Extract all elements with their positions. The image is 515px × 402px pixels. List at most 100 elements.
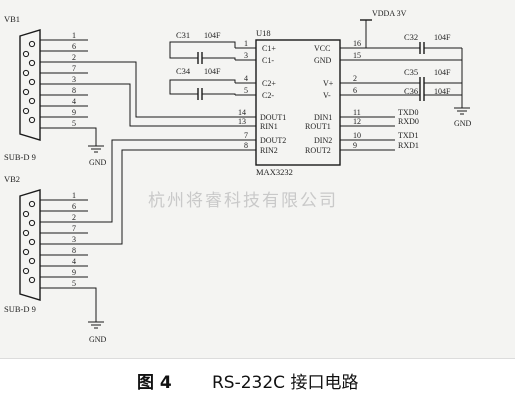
vb1-pin-label: 3 (72, 75, 76, 84)
capacitor-c35: C35 104F (366, 67, 462, 89)
chip-pin-number: 6 (353, 86, 357, 95)
vb1-pin-label: 4 (72, 97, 76, 106)
chip-pin-number: 3 (244, 51, 248, 60)
vb2-gnd-label: GND (89, 335, 107, 344)
chip-pin-number: 8 (244, 141, 248, 150)
vb1-pin-label: 5 (72, 119, 76, 128)
chip-ref: U18 (256, 28, 271, 38)
chip-pin-number: 11 (353, 108, 361, 117)
chip-left-leads (235, 47, 256, 151)
chip-pin-number: 1 (244, 39, 248, 48)
chip-part: MAX3232 (256, 167, 293, 177)
vb1-pin-label: 8 (72, 86, 76, 95)
chip-right-leads (340, 47, 395, 151)
chip-pin-name: DIN2 (314, 136, 332, 145)
chip-pin-number: 12 (353, 117, 361, 126)
capacitor-c34: C34 104F (169, 66, 236, 100)
chip-pin-number: 13 (238, 117, 246, 126)
capacitor-value: 104F (434, 87, 451, 96)
vb2-pin-label: 4 (72, 257, 76, 266)
chip-pin-name: DOUT1 (260, 113, 286, 122)
capacitor-value: 104F (434, 33, 451, 42)
chip-pin-name: ROUT2 (305, 146, 331, 155)
chip-pin-name: C2+ (262, 79, 276, 88)
chip-pin-name: VCC (314, 44, 330, 53)
chip-pin-number: 5 (244, 86, 248, 95)
connector-vb1-body (19, 29, 41, 141)
vb2-pin-label: 1 (72, 191, 76, 200)
chip-pin-name: DOUT2 (260, 136, 286, 145)
capacitor-value: 104F (434, 68, 451, 77)
chip-pin-name: V- (323, 91, 331, 100)
chip-body (255, 39, 341, 166)
chip-pin-number: 14 (238, 108, 246, 117)
vb1-pin-label: 7 (72, 64, 76, 73)
vb2-pin-label: 3 (72, 235, 76, 244)
net-label: RXD1 (398, 141, 419, 150)
schematic-diagram: VB1 1 6 2 7 (4, 9, 472, 344)
chip-pin-name: ROUT1 (305, 122, 331, 131)
capacitor-ref: C31 (176, 30, 190, 40)
chip-pin-number: 10 (353, 131, 361, 140)
vb1-pin-label: 1 (72, 31, 76, 40)
capacitor-value: 104F (204, 67, 221, 76)
capacitor-ref: C35 (404, 67, 418, 77)
vb1-pin-label: 2 (72, 53, 76, 62)
capacitor-c31: C31 104F (169, 30, 236, 64)
net-label: RXD0 (398, 117, 419, 126)
vb2-pin-label: 9 (72, 268, 76, 277)
right-ground-symbol (454, 48, 470, 115)
capacitor-ref: C36 (404, 86, 418, 96)
capacitor-c32: C32 104F (366, 32, 462, 54)
capacitor-c36: C36 104F (366, 86, 462, 101)
vb2-pin-label: 8 (72, 246, 76, 255)
chip-pin-name: C1- (262, 56, 274, 65)
chip-pin-number: 9 (353, 141, 357, 150)
watermark: 杭州将睿科技有限公司 (148, 191, 338, 211)
connector-vb2-pin-leads (40, 199, 88, 289)
figure-title: RS-232C 接口电路 (212, 373, 359, 393)
chip-pin-name: C2- (262, 91, 274, 100)
chip-pin-name: DIN1 (314, 113, 332, 122)
connector-vb2-body (19, 189, 41, 301)
capacitor-value: 104F (204, 31, 221, 40)
chip-pin-name: GND (314, 56, 332, 65)
connector-vb2-ref: VB2 (4, 174, 20, 184)
chip-pin-name: C1+ (262, 44, 276, 53)
chip-pin-number: 2 (353, 74, 357, 83)
capacitor-ref: C32 (404, 32, 418, 42)
chip-pin-name: RIN1 (260, 122, 278, 131)
connector-vb1-type: SUB-D 9 (4, 152, 36, 162)
connector-vb2: VB2 1 6 2 7 (4, 174, 107, 344)
chip-pin-number: 16 (353, 39, 361, 48)
connector-vb1-holes (22, 40, 36, 124)
vb1-gnd-label: GND (89, 158, 107, 167)
right-gnd-label: GND (454, 119, 472, 128)
figure-number: 图 4 (137, 373, 172, 393)
connector-vb2-holes (22, 200, 36, 284)
power-vdda: VDDA 3V (360, 9, 407, 48)
chip-pin-name: V+ (323, 79, 334, 88)
chip-pin-number: 15 (353, 51, 361, 60)
connector-vb1-pin-leads (40, 39, 88, 129)
vdda-label: VDDA 3V (372, 9, 407, 18)
net-label: TXD1 (398, 131, 418, 140)
chip-pin-name: RIN2 (260, 146, 278, 155)
vb2-pin-label: 5 (72, 279, 76, 288)
connector-vb1: VB1 1 6 2 7 (4, 14, 107, 167)
vb1-pin-label: 9 (72, 108, 76, 117)
chip-pin-number: 7 (244, 131, 248, 140)
vb1-pin-label: 6 (72, 42, 76, 51)
connector-vb1-ref: VB1 (4, 14, 20, 24)
vb2-pin-label: 6 (72, 202, 76, 211)
vb2-pin-label: 7 (72, 224, 76, 233)
signal-wires (88, 61, 235, 245)
vb2-pin-label: 2 (72, 213, 76, 222)
chip-pin-number: 4 (244, 74, 248, 83)
vb1-ground-symbol (88, 127, 104, 153)
vb2-ground-symbol (88, 287, 104, 329)
capacitor-ref: C34 (176, 66, 191, 76)
figure-caption: 图 4 RS-232C 接口电路 (0, 358, 515, 402)
connector-vb2-type: SUB-D 9 (4, 304, 36, 314)
